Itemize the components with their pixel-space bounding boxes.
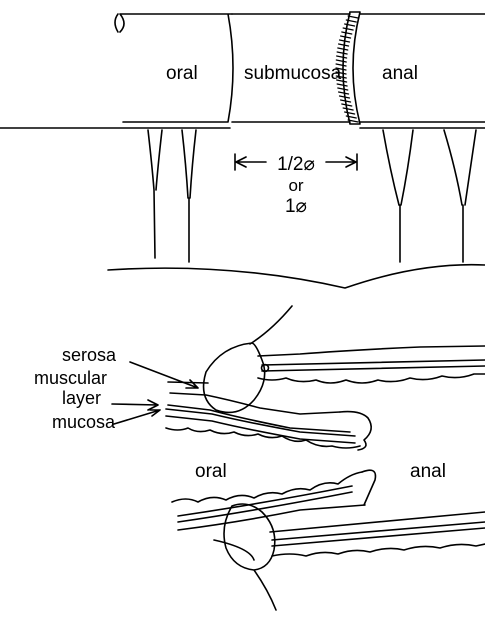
label-layer: layer [62, 388, 101, 408]
hatch-mark [343, 108, 353, 110]
hatch-mark [336, 60, 346, 62]
label-muscular: muscular [34, 368, 107, 388]
label-anal-top: anal [382, 63, 418, 84]
vessel-right-1 [383, 130, 413, 262]
hatch-mark [337, 52, 347, 54]
anal-tube-lower-top [270, 512, 485, 532]
dim-right-arrow [326, 157, 356, 167]
oral-tube-muscular-bottom [166, 416, 355, 443]
anal-tube-upper-layer-2 [262, 366, 485, 371]
label-mucosa: mucosa [52, 412, 116, 432]
label-submucosa: submucosa [244, 63, 342, 84]
oral-tube-lower-layer-1 [178, 486, 352, 516]
vessel-right-2 [444, 130, 476, 262]
top-figure [0, 12, 485, 288]
dimension-alt: 1⌀ [285, 196, 307, 217]
oral-tube-tip [340, 412, 371, 450]
dim-left-arrow [236, 157, 266, 167]
anal-tube-lower-bottom-wavy [272, 544, 485, 556]
hatch-mark [338, 48, 348, 50]
label-oral-top: oral [166, 63, 198, 84]
oral-tube-lower-layer-2 [178, 492, 352, 522]
vessel-left-2 [182, 130, 196, 262]
hatch-mark [337, 84, 347, 86]
anal-tube-upper-top [258, 346, 485, 356]
dimension-value: 1/2⌀ [277, 154, 315, 175]
bottom-figure [166, 306, 485, 610]
hatch-mark [337, 56, 347, 58]
dimension-or: or [288, 176, 303, 195]
hatch-mark [345, 112, 355, 114]
muscular-pointer-arrow [112, 400, 158, 410]
label-oral-bottom: oral [195, 461, 227, 482]
oral-segment-left-cut [115, 14, 118, 32]
anal-tube-upper-bottom-wavy [258, 374, 485, 383]
mesentery-bottom-curve [108, 265, 485, 288]
hatch-mark [338, 88, 348, 90]
serosa-pointer-arrow [130, 362, 198, 388]
mucosa-pointer-arrow [114, 410, 160, 424]
anal-tube-upper-layer-1 [262, 360, 485, 365]
vessel-left-1 [148, 130, 162, 258]
hatch-mark [343, 28, 353, 30]
label-serosa: serosa [62, 345, 117, 365]
anal-segment-outline [360, 14, 485, 122]
label-anal-bottom: anal [410, 461, 446, 482]
hatch-mark [345, 24, 355, 26]
suture-loop-upper [204, 306, 292, 412]
lower-tube-end-cap [362, 470, 375, 505]
hatch-mark [342, 32, 352, 34]
